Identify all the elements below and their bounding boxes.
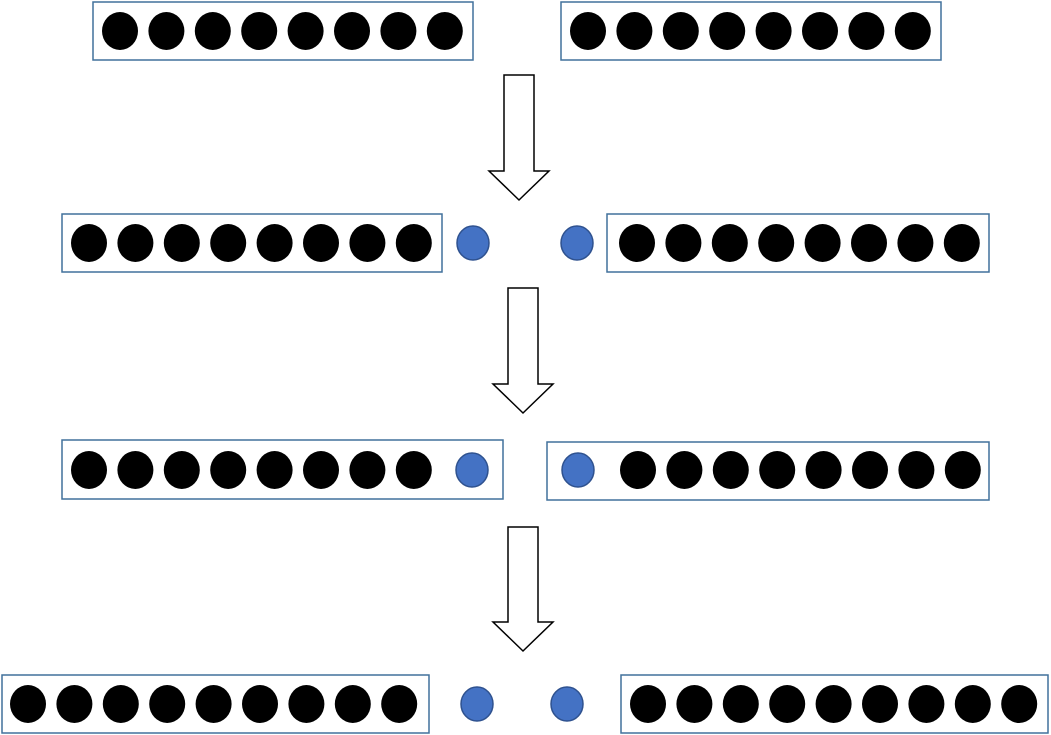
black-dot — [570, 12, 606, 50]
loose-blue-dot — [456, 225, 490, 261]
stage-4 — [1, 674, 1049, 734]
black-dot — [71, 451, 107, 489]
black-dot — [616, 12, 653, 50]
stage-1 — [92, 1, 942, 61]
stage-3 — [61, 439, 990, 501]
black-dot — [851, 224, 887, 262]
right-group-box — [620, 674, 1049, 734]
down-arrow-icon — [487, 74, 551, 202]
black-dot — [666, 451, 703, 489]
black-dot — [381, 685, 418, 723]
right-group-box — [546, 441, 990, 501]
black-dot — [102, 12, 138, 50]
black-dot — [334, 685, 371, 723]
black-dot — [1001, 685, 1038, 723]
right-group — [620, 674, 1049, 734]
black-dot — [241, 12, 278, 50]
black-dot — [815, 685, 852, 723]
black-dot — [709, 12, 746, 50]
left-group — [92, 1, 474, 61]
black-dot — [349, 224, 386, 262]
black-dot — [943, 224, 980, 262]
stage-2 — [61, 213, 990, 273]
black-dot — [676, 685, 713, 723]
black-dot — [10, 685, 46, 723]
right-group — [546, 441, 990, 501]
blue-dot — [455, 452, 489, 488]
down-arrow-icon — [491, 287, 555, 415]
black-dot — [862, 685, 898, 723]
right-group-box — [560, 1, 942, 61]
black-dot — [897, 224, 934, 262]
black-dot — [908, 685, 945, 723]
black-dot — [102, 685, 139, 723]
left-group — [1, 674, 430, 734]
black-dot — [755, 12, 792, 50]
black-dot — [303, 224, 339, 262]
black-dot — [662, 12, 699, 50]
black-dot — [148, 12, 185, 50]
black-dot — [117, 451, 154, 489]
left-group — [61, 439, 504, 500]
black-dot — [711, 224, 748, 262]
left-group-box — [92, 1, 474, 61]
black-dot — [56, 685, 93, 723]
black-dot — [426, 12, 463, 50]
black-dot — [898, 451, 935, 489]
black-dot — [242, 685, 278, 723]
black-dot — [303, 451, 339, 489]
black-dot — [954, 685, 991, 723]
black-dot — [805, 451, 842, 489]
black-dot — [334, 12, 370, 50]
black-dot — [117, 224, 154, 262]
black-dot — [195, 685, 232, 723]
black-dot — [722, 685, 759, 723]
right-group — [606, 213, 990, 273]
down-arrow-icon — [491, 526, 555, 653]
black-dot — [758, 224, 795, 262]
black-dot — [380, 12, 417, 50]
black-dot — [630, 685, 666, 723]
black-dot — [210, 224, 247, 262]
black-dot — [620, 451, 656, 489]
black-dot — [349, 451, 386, 489]
left-group — [61, 213, 443, 273]
black-dot — [256, 451, 293, 489]
black-dot — [194, 12, 231, 50]
black-dot — [163, 224, 200, 262]
black-dot — [395, 451, 432, 489]
black-dot — [71, 224, 107, 262]
right-group-box — [606, 213, 990, 273]
black-dot — [619, 224, 655, 262]
black-dot — [395, 224, 432, 262]
loose-blue-dot — [560, 225, 594, 261]
black-dot — [802, 12, 838, 50]
black-dot — [944, 451, 981, 489]
black-dot — [149, 685, 186, 723]
black-dot — [163, 451, 200, 489]
left-group-box — [1, 674, 430, 734]
right-group — [560, 1, 942, 61]
black-dot — [712, 451, 749, 489]
black-dot — [804, 224, 841, 262]
loose-blue-dot — [550, 686, 584, 722]
black-dot — [852, 451, 888, 489]
black-dot — [769, 685, 806, 723]
left-group-box — [61, 213, 443, 273]
left-group-box — [61, 439, 504, 500]
black-dot — [665, 224, 702, 262]
loose-blue-dot — [460, 686, 494, 722]
blue-dot — [561, 452, 595, 488]
black-dot — [256, 224, 293, 262]
black-dot — [848, 12, 885, 50]
black-dot — [759, 451, 796, 489]
black-dot — [894, 12, 931, 50]
black-dot — [287, 12, 324, 50]
arrows-layer — [487, 74, 555, 653]
black-dot — [288, 685, 325, 723]
black-dot — [210, 451, 247, 489]
